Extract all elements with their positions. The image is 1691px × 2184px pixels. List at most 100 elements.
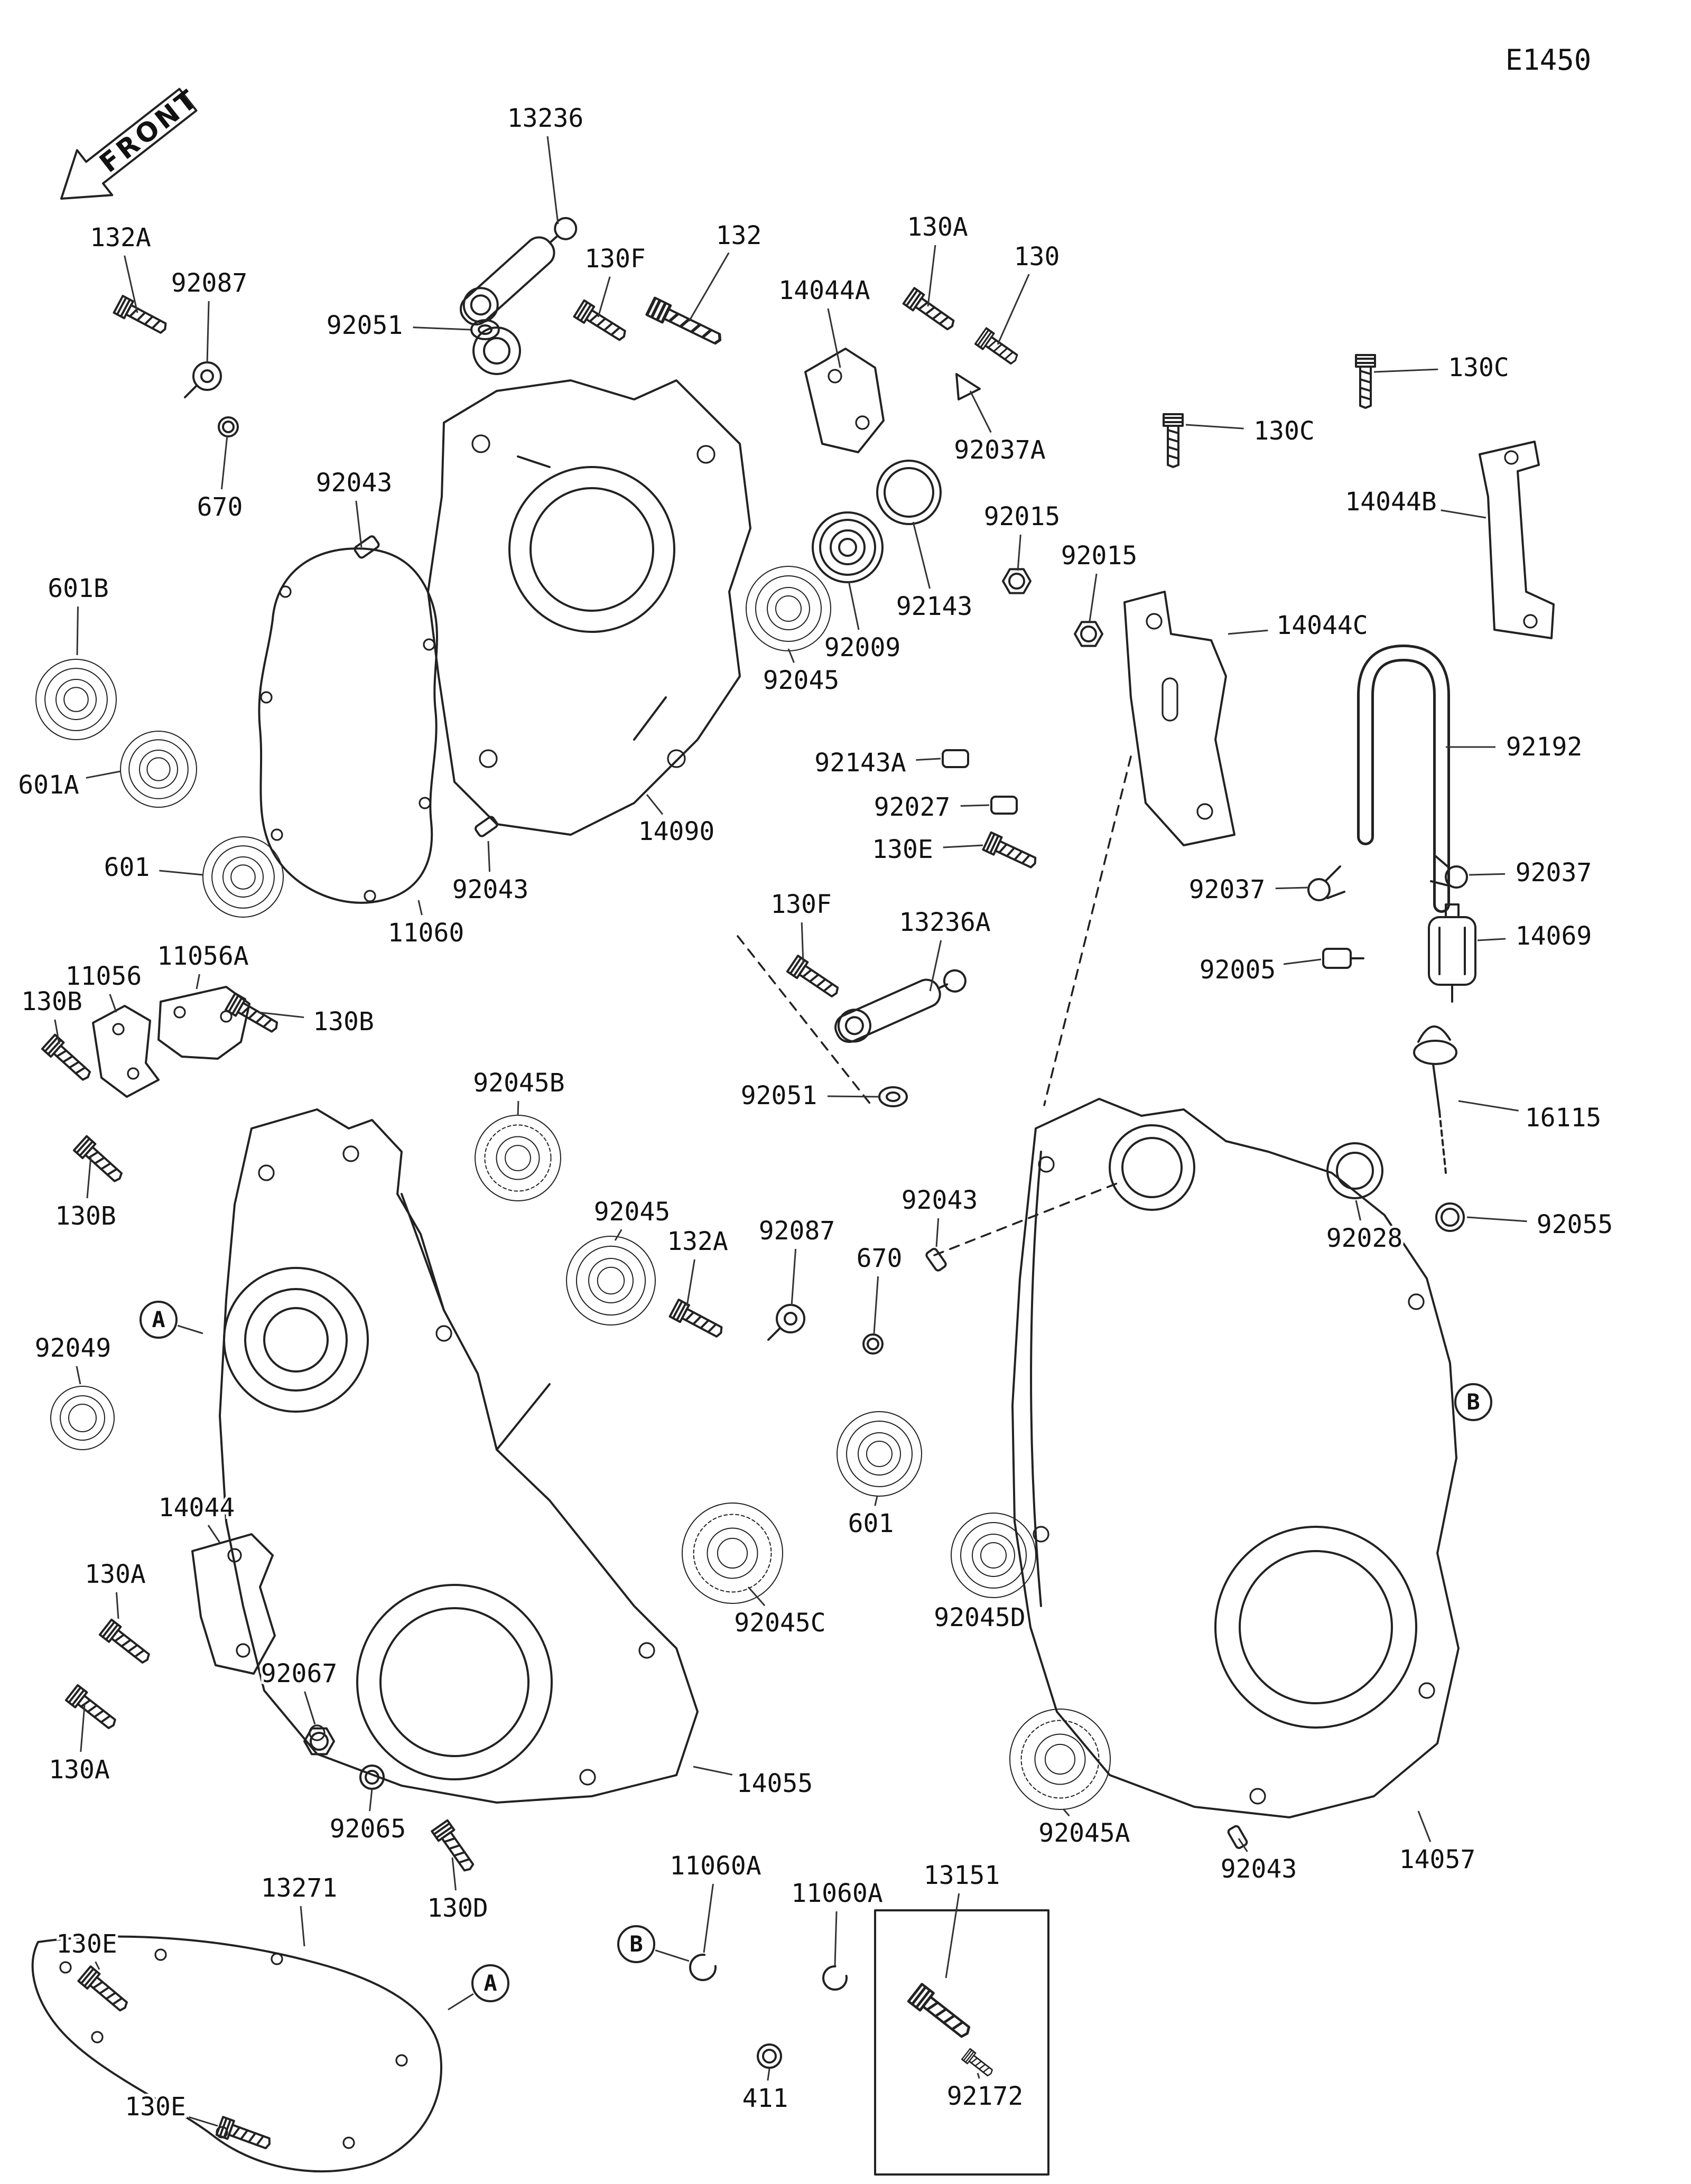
leader-line xyxy=(1373,368,1438,373)
circlip-11060a-2 xyxy=(822,1965,848,1991)
part-label-130c-10: 130C xyxy=(1253,416,1315,446)
leader-line xyxy=(1275,886,1309,890)
bearing-601a xyxy=(119,730,198,808)
part-label-92045d-57: 92045D xyxy=(934,1603,1025,1632)
bearing-92045d xyxy=(950,1512,1037,1599)
part-label-11060-29: 11060 xyxy=(388,918,464,948)
part-label-14044c-21: 14044C xyxy=(1276,611,1368,640)
filter-14069 xyxy=(1428,903,1476,1003)
part-label-14057-64: 14057 xyxy=(1399,1845,1476,1874)
bolt-130b2-icon xyxy=(225,992,282,1038)
part-label-130c-9: 130C xyxy=(1448,353,1509,382)
bolt-130b1-icon xyxy=(41,1033,96,1086)
leader-line xyxy=(54,1019,60,1044)
part-label-130a-7: 130A xyxy=(907,212,968,242)
part-label-92037-32: 92037 xyxy=(1516,858,1592,888)
leader-line xyxy=(997,274,1030,345)
breather-hose-92192 xyxy=(1357,645,1450,913)
part-label-411-70: 411 xyxy=(742,2084,788,2113)
washer-411 xyxy=(757,2043,782,2069)
leader-line xyxy=(1017,534,1021,571)
leader-line xyxy=(109,994,117,1013)
bolt-130f2-icon xyxy=(786,955,843,1002)
bracket-14044 xyxy=(191,1533,276,1675)
bolt-130e-icon xyxy=(982,831,1040,873)
bearing-92045-mid xyxy=(566,1236,655,1325)
leader-line xyxy=(1089,573,1098,622)
part-label-13151-69: 13151 xyxy=(924,1861,1000,1890)
leader-line xyxy=(916,758,941,761)
o-ring-670 xyxy=(218,416,239,437)
part-label-130f-40: 130F xyxy=(770,890,832,919)
pin-92043-3 xyxy=(925,1248,947,1272)
leader-line xyxy=(945,1893,960,1978)
leader-line xyxy=(874,1496,878,1506)
leader-line xyxy=(977,2073,980,2079)
part-label-92045a-62: 92045A xyxy=(1038,1818,1130,1848)
bolt-130c2-icon xyxy=(1163,413,1184,468)
front-arrow: FRONT xyxy=(60,82,205,200)
ref-label-b-2: B xyxy=(629,1931,643,1957)
bolt-130b3-icon xyxy=(72,1135,127,1187)
ref-circle-a-3 xyxy=(471,1964,509,2002)
gear-case-half-a-14055 xyxy=(219,1108,699,1804)
part-label-92172-71: 92172 xyxy=(947,2082,1024,2111)
bearing-92045c xyxy=(682,1503,783,1603)
bolt-130d-icon xyxy=(431,1819,479,1876)
leader-line xyxy=(221,435,228,490)
bolt-130c-icon xyxy=(1355,354,1376,409)
ref-circle-b-1 xyxy=(1454,1383,1492,1421)
part-label-92015-13: 92015 xyxy=(984,502,1061,531)
kit-box-13151 xyxy=(874,1909,1049,2176)
part-label-14044b-11: 14044B xyxy=(1345,487,1436,517)
leader-line xyxy=(960,804,990,807)
bearing-92045-top xyxy=(745,565,832,652)
part-label-92009-19: 92009 xyxy=(824,633,901,662)
bracket-14044b xyxy=(1479,441,1555,639)
part-label-13271-65: 13271 xyxy=(261,1873,338,1903)
part-label-601b-17: 601B xyxy=(48,574,109,603)
leader-line xyxy=(801,922,804,964)
part-label-92087-47: 92087 xyxy=(759,1216,835,1246)
leader-line xyxy=(1466,1216,1527,1222)
leader-line xyxy=(206,301,210,364)
part-label-130a-59: 130A xyxy=(49,1755,110,1785)
bolt-130-icon xyxy=(974,327,1022,369)
part-label-11060a-67: 11060A xyxy=(670,1851,761,1881)
gear-case-14090 xyxy=(427,326,751,836)
pin-92043-1 xyxy=(354,535,380,559)
part-label-13236-0: 13236 xyxy=(507,104,584,133)
part-label-92043-49: 92043 xyxy=(902,1186,978,1215)
leader-line xyxy=(369,1788,373,1812)
leader-line xyxy=(848,581,860,630)
bracket-11056 xyxy=(92,1005,160,1098)
page-code: E1450 xyxy=(1506,43,1592,77)
o-ring-670b xyxy=(862,1333,884,1355)
spacer-92143a xyxy=(942,749,969,768)
leader-line xyxy=(767,2068,770,2081)
leader-line xyxy=(873,1276,879,1334)
leader-line xyxy=(834,1911,838,1966)
part-label-92049-52: 92049 xyxy=(35,1333,112,1363)
leader-line xyxy=(655,1949,690,1962)
bracket-14044a xyxy=(804,348,885,453)
part-label-92143-18: 92143 xyxy=(896,592,973,621)
part-label-16115-35: 16115 xyxy=(1525,1103,1602,1133)
leader-line xyxy=(413,326,471,331)
shift-lever-13236a xyxy=(834,969,967,1043)
o-ring-92055 xyxy=(1435,1202,1465,1232)
leader-line xyxy=(80,1705,86,1752)
oil-dipstick-16115 xyxy=(1413,1025,1457,1174)
nut-92015 xyxy=(1002,568,1032,594)
part-label-130b-44: 130B xyxy=(55,1201,116,1231)
leader-line xyxy=(927,245,936,307)
part-label-601-53: 601 xyxy=(848,1509,894,1538)
leader-line xyxy=(703,1883,714,1953)
leader-line xyxy=(196,974,200,990)
leader-line xyxy=(1283,958,1322,965)
part-label-92067-58: 92067 xyxy=(261,1659,338,1688)
leader-line xyxy=(177,1324,203,1334)
ref-label-a-3: A xyxy=(484,1970,497,1996)
bushing-92028 xyxy=(1326,1142,1383,1199)
part-label-92037a-12: 92037A xyxy=(954,435,1045,465)
